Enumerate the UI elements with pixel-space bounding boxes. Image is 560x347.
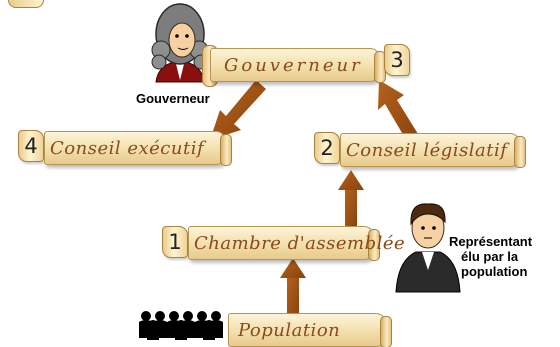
representant-caption-line1: Représentant — [449, 234, 533, 249]
arrow-gouverneur-to-executif — [210, 80, 266, 140]
representant-caption: Représentant élu par la population — [449, 234, 559, 279]
people-silhouettes — [139, 311, 223, 340]
population-scroll: Population — [228, 313, 392, 347]
chambre-scroll: Chambre d'assemblée — [188, 226, 405, 261]
conseil-legislatif-scroll: Conseil législatif — [340, 133, 526, 168]
population-label: Population — [238, 319, 341, 341]
gouverneur-scroll: Gouverneur — [202, 45, 386, 87]
scroll-curl — [514, 136, 526, 168]
number-badge-1: 1 — [162, 226, 188, 258]
gouverneur-caption: Gouverneur — [136, 91, 210, 106]
conseil-executif-label: Conseil exécutif — [50, 137, 205, 159]
representant-caption-line3: population — [461, 264, 528, 279]
scroll-curl — [220, 134, 232, 166]
scroll-body — [210, 48, 380, 82]
number-badge-4: 4 — [18, 130, 44, 162]
arrow-legislatif-to-gouverneur — [378, 80, 418, 143]
number-badge-2: 2 — [314, 132, 340, 164]
scroll-body — [340, 133, 520, 167]
representant-caption-line2: élu par la — [461, 249, 519, 264]
scroll-body — [188, 226, 374, 260]
conseil-executif-scroll: Conseil exécutif — [44, 131, 232, 166]
scroll-curl — [368, 229, 380, 261]
chambre-label: Chambre d'assemblée — [194, 232, 406, 254]
conseil-legislatif-label: Conseil législatif — [346, 139, 508, 161]
arrow-chambre-to-legislatif — [338, 170, 364, 226]
scroll-body — [44, 131, 226, 165]
number-badge-3: 3 — [384, 44, 410, 76]
gouverneur-label: Gouverneur — [224, 54, 363, 76]
arrow-population-to-chambre — [280, 258, 306, 314]
scroll-curl — [380, 316, 392, 347]
